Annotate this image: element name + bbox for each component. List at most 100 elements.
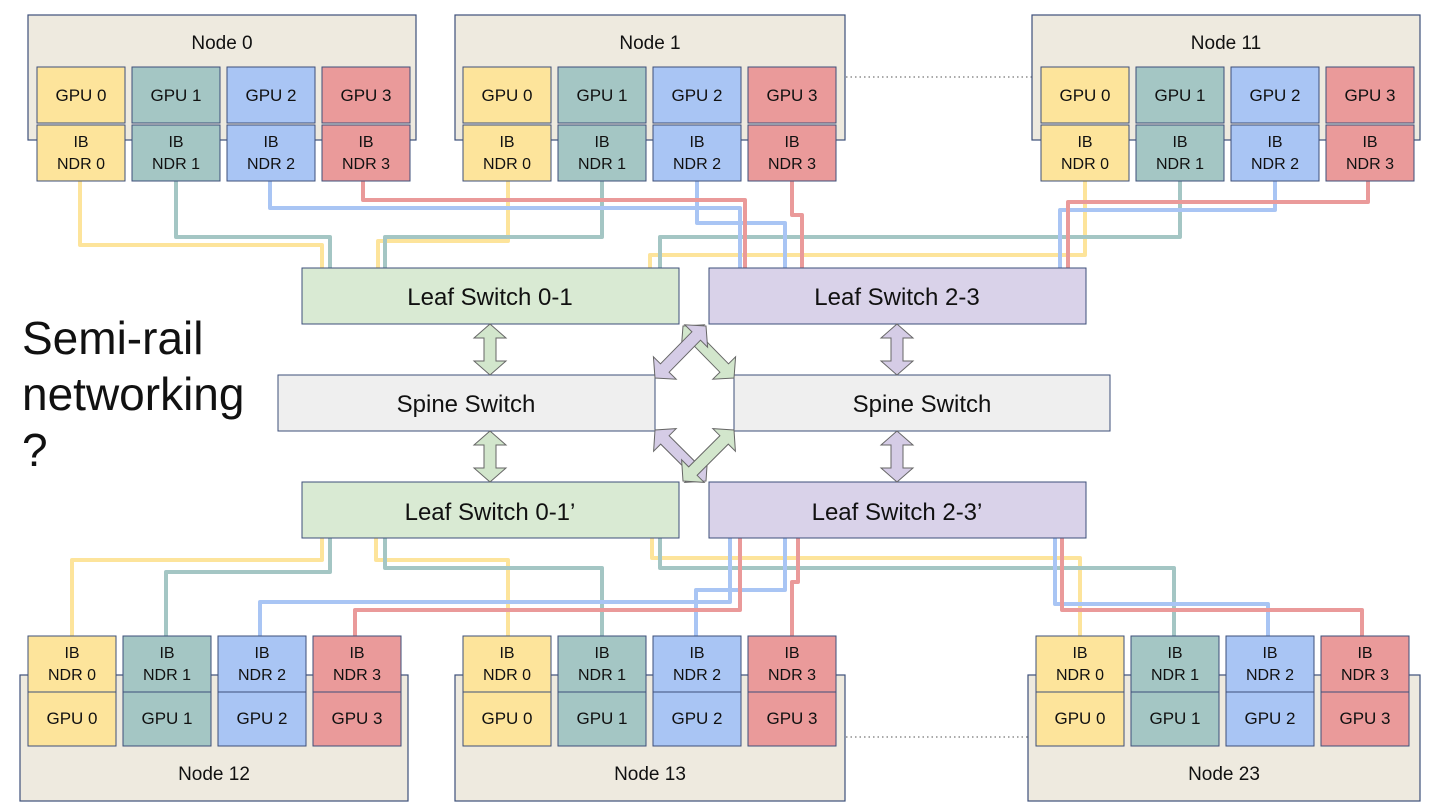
gpu-label: GPU 0: [481, 709, 532, 728]
gpu-label: GPU 3: [1339, 709, 1390, 728]
nic-label-line2: NDR 1: [578, 156, 626, 173]
node-label: Node 11: [1191, 33, 1261, 54]
ib-nic-3: [747, 124, 837, 182]
ib-nic-1: [122, 635, 212, 693]
ib-nic-0: [1035, 635, 1125, 693]
arrow-spine-leaf23p-icon: [879, 430, 915, 483]
gpu-0: [36, 66, 126, 124]
gpu-label: GPU 0: [481, 86, 532, 105]
gpu-0: [1040, 66, 1130, 124]
nic-label-line2: NDR 3: [1341, 667, 1389, 684]
gpu-label: GPU 0: [1054, 709, 1105, 728]
nic-label-line1: IB: [73, 134, 88, 151]
nic-label-line2: NDR 3: [768, 156, 816, 173]
cable-n23-ndr2: [1053, 538, 1270, 636]
ib-nic-0: [462, 635, 552, 693]
ib-nic-3: [312, 635, 402, 693]
gpu-2: [1230, 66, 1320, 124]
gpu-3: [321, 66, 411, 124]
nic-label-line1: IB: [499, 645, 514, 662]
gpu-label: GPU 1: [576, 86, 627, 105]
cable-n13-ndr3: [790, 538, 800, 636]
nic-label-line2: NDR 0: [1056, 667, 1104, 684]
cable-n0-ndr1: [174, 181, 332, 268]
ib-nic-3: [321, 124, 411, 182]
gpu-0: [462, 66, 552, 124]
nic-label-line2: NDR 0: [1061, 156, 1109, 173]
nic-label-line1: IB: [594, 134, 609, 151]
node-label: Node 1: [619, 33, 680, 54]
nic-label-line1: IB: [263, 134, 278, 151]
gpu-label: GPU 3: [766, 709, 817, 728]
nic-label-line1: IB: [784, 134, 799, 151]
arrow-spine-leaf01p-icon: [472, 430, 508, 483]
gpu-3: [747, 66, 837, 124]
leaf-switch-0-1: [301, 267, 680, 325]
gpu-label: GPU 2: [245, 86, 296, 105]
gpu-label: GPU 1: [141, 709, 192, 728]
nic-label-line2: NDR 2: [673, 156, 721, 173]
cable-n23-ndr1: [658, 538, 1176, 636]
nic-label-line2: NDR 1: [1151, 667, 1199, 684]
gpu-label: GPU 2: [1244, 709, 1295, 728]
gpu-label: GPU 1: [1154, 86, 1205, 105]
nic-label-line1: IB: [499, 134, 514, 151]
leaf-switch-2-3-prime: [708, 481, 1087, 539]
nic-label-line1: IB: [64, 645, 79, 662]
ib-nic-0: [27, 635, 117, 693]
cable-n11-ndr3: [1066, 181, 1370, 268]
spine-switch-left: [277, 374, 656, 432]
nic-label-line1: IB: [349, 645, 364, 662]
node-1: Node 1 GPU 0 IB NDR 0 GPU 1 IB NDR 1 GPU 2 IB NDR…: [454, 14, 846, 182]
ib-nic-0: [462, 124, 552, 182]
gpu-label: GPU 1: [576, 709, 627, 728]
nic-label-line1: IB: [1172, 134, 1187, 151]
arrow-leaf01-spine-icon: [472, 323, 508, 376]
node-label: Node 23: [1188, 764, 1260, 785]
nic-label-line1: IB: [594, 645, 609, 662]
nic-label-line2: NDR 1: [1156, 156, 1204, 173]
nic-label-line2: NDR 0: [57, 156, 105, 173]
gpu-label: GPU 2: [671, 709, 722, 728]
cable-n1-ndr3: [790, 181, 804, 268]
node-label: Node 13: [614, 764, 686, 785]
node-label: Node 0: [191, 33, 252, 54]
cable-n13-ndr1: [383, 538, 604, 636]
nic-label-line1: IB: [1362, 134, 1377, 151]
ib-nic-0: [1040, 124, 1130, 182]
cable-n0-ndr0: [78, 181, 324, 268]
ib-nic-0: [36, 124, 126, 182]
nic-label-line1: IB: [1167, 645, 1182, 662]
cable-n1-ndr0: [376, 181, 510, 268]
nic-label-line2: NDR 2: [247, 156, 295, 173]
gpu-1: [557, 66, 647, 124]
nic-label-line2: NDR 0: [483, 156, 531, 173]
gpu-label: GPU 3: [1344, 86, 1395, 105]
nic-label-line1: IB: [1077, 134, 1092, 151]
gpu-3: [312, 689, 402, 747]
nic-label-line1: IB: [689, 134, 704, 151]
cable-n13-ndr0: [374, 538, 510, 636]
gpu-2: [652, 66, 742, 124]
nic-label-line2: NDR 2: [1246, 667, 1294, 684]
gpu-label: GPU 0: [55, 86, 106, 105]
gpu-label: GPU 3: [331, 709, 382, 728]
nic-label-line2: NDR 3: [333, 667, 381, 684]
title-line-1: Semi-rail: [22, 312, 204, 364]
leaf-switch-2-3: [708, 267, 1087, 325]
nic-label-line2: NDR 3: [342, 156, 390, 173]
gpu-3: [747, 689, 837, 747]
gpu-label: GPU 2: [671, 86, 722, 105]
cable-n12-ndr0: [70, 538, 324, 636]
nic-label-line2: NDR 2: [673, 667, 721, 684]
ib-nic-3: [1325, 124, 1415, 182]
ib-nic-1: [557, 124, 647, 182]
spine-switch-left-label: Spine Switch: [397, 391, 536, 418]
ib-nic-3: [1320, 635, 1410, 693]
arrow-leaf23-spine-left-icon: [652, 324, 709, 380]
gpu-2: [652, 689, 742, 747]
nic-label-line2: NDR 2: [1251, 156, 1299, 173]
